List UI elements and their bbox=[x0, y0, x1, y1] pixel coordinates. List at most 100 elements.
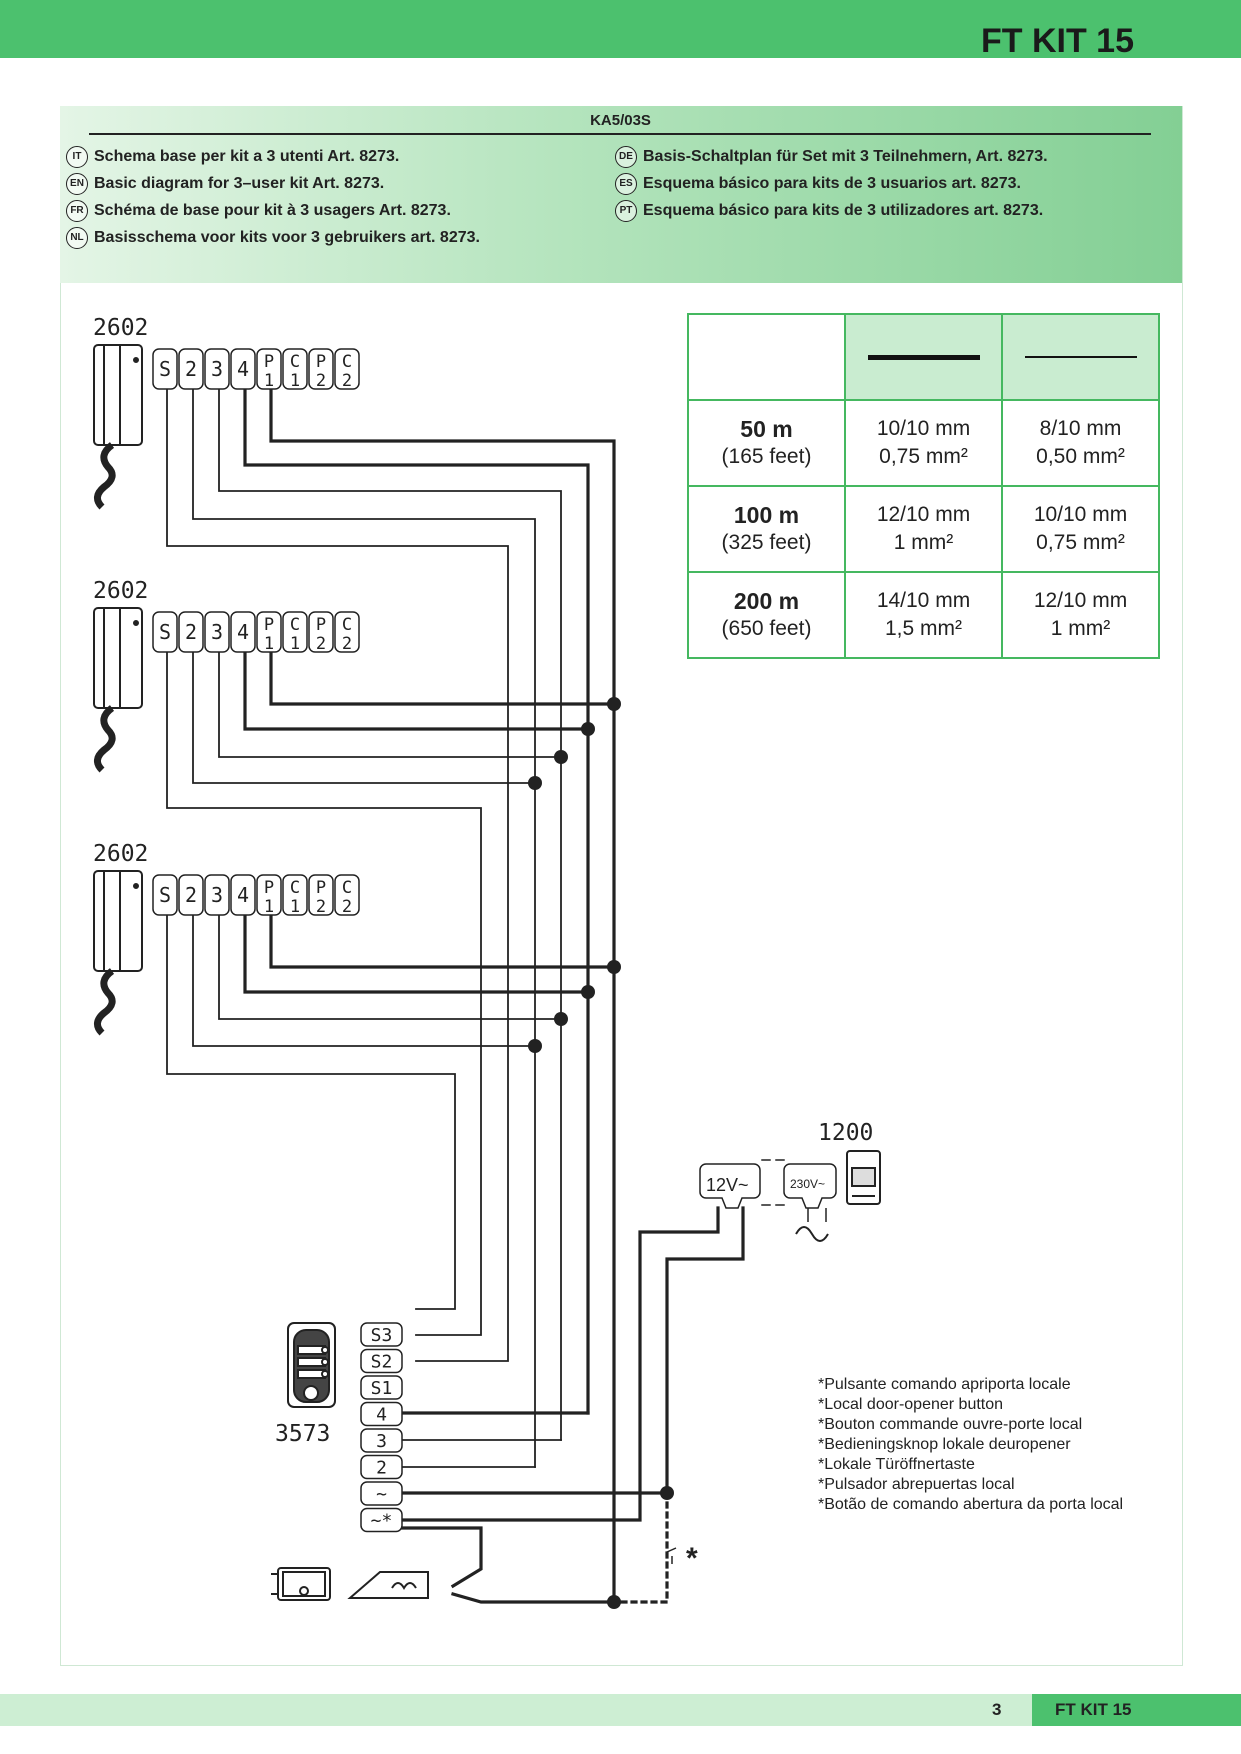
handset-terminal bbox=[152, 348, 178, 390]
entrance-terminal bbox=[360, 1454, 403, 1480]
wire-h2-s bbox=[166, 651, 482, 1336]
thin-section: 0,50 mm² bbox=[1036, 445, 1125, 468]
handset-terminal-label: 1 bbox=[290, 634, 300, 654]
handset-terminal bbox=[152, 874, 178, 916]
handset-terminal-label: 2 bbox=[185, 883, 197, 907]
handset-terminal bbox=[256, 348, 282, 390]
handset-terminal-label: 1 bbox=[290, 897, 300, 917]
panel-header bbox=[60, 106, 1182, 283]
thick-cell: 14/10 mm 1,5 mm² bbox=[844, 571, 1003, 659]
caption-text: Esquema básico para kits de 3 utilizador… bbox=[643, 202, 1044, 219]
handset-terminal bbox=[308, 874, 334, 916]
handset-terminal-label: C bbox=[290, 615, 300, 635]
language-badge: DE bbox=[615, 146, 637, 168]
entrance-terminal bbox=[360, 1428, 403, 1453]
wire-gauge-table: 50 m(165 feet) 10/10 mm 0,75 mm² 8/10 mm 0… bbox=[687, 313, 1160, 659]
entrance-terminal bbox=[360, 1401, 403, 1427]
wire-local-button bbox=[612, 1491, 669, 1604]
handset-terminal bbox=[308, 611, 334, 653]
handset-terminal bbox=[256, 874, 282, 916]
junction-dot bbox=[607, 960, 621, 974]
handset-terminal-label: 2 bbox=[316, 634, 326, 654]
table-row: 200 m (650 feet) 14/10 mm 1,5 mm² 12/10 mm… bbox=[687, 571, 1160, 659]
thick-section: 1 mm² bbox=[893, 531, 954, 554]
thick-gauge: 14/10 mm bbox=[876, 589, 971, 612]
handset-terminal bbox=[178, 348, 204, 390]
thin-cell: 8/10 mm 0,50 mm² bbox=[1001, 399, 1160, 487]
entrance-terminal-label: ~* bbox=[371, 1510, 393, 1531]
thin-gauge: 12/10 mm bbox=[1033, 589, 1128, 612]
handset-device bbox=[93, 870, 143, 1036]
local-button-symbol bbox=[666, 1547, 677, 1564]
thin-gauge: 8/10 mm bbox=[1039, 417, 1122, 440]
diagram-code: KA5/03S bbox=[590, 112, 651, 129]
note-line: *Pulsante comando apriporta locale bbox=[818, 1376, 1071, 1393]
junction-dot bbox=[607, 1595, 621, 1609]
table-row: 50 m(165 feet) 10/10 mm 0,75 mm² 8/10 mm 0… bbox=[687, 399, 1160, 487]
caption-text: Schéma de base pour kit à 3 usagers Art.… bbox=[94, 202, 451, 219]
handset-terminal bbox=[282, 611, 308, 653]
handset-terminal-label: 1 bbox=[264, 371, 274, 391]
language-badge: ES bbox=[615, 173, 637, 195]
lock-key-icon bbox=[271, 1567, 331, 1601]
thick-gauge: 10/10 mm bbox=[876, 417, 971, 440]
distance-feet: (325 feet) bbox=[721, 531, 812, 554]
wire-h1-s bbox=[166, 389, 509, 1362]
thin-section: 1 mm² bbox=[1050, 617, 1111, 640]
handset-terminal bbox=[256, 611, 282, 653]
footer-accent bbox=[1032, 1694, 1241, 1726]
handset-terminal-label: C bbox=[290, 878, 300, 898]
handset-terminal bbox=[282, 348, 308, 390]
page-title: FT KIT 15 bbox=[980, 22, 1134, 60]
distance-cell: 50 m(165 feet) bbox=[687, 399, 846, 487]
wire-h3-3 bbox=[218, 913, 562, 1020]
junction-dot bbox=[607, 697, 621, 711]
handset-terminal-label: 2 bbox=[185, 357, 197, 381]
handset-terminal-label: 2 bbox=[342, 371, 352, 391]
page-number: 3 bbox=[992, 1700, 1002, 1719]
wire-ep-ac-star bbox=[400, 1206, 720, 1522]
handset-terminal bbox=[334, 874, 360, 916]
note-line: *Pulsador abrepuertas local bbox=[818, 1476, 1015, 1493]
entrance-panel-model: 3573 bbox=[275, 1421, 331, 1447]
handset-terminal bbox=[178, 874, 204, 916]
handset-terminal-label: 2 bbox=[185, 620, 197, 644]
handset-device bbox=[93, 607, 143, 773]
entrance-terminal bbox=[360, 1481, 403, 1506]
distance-feet: (650 feet) bbox=[721, 617, 812, 640]
distance-value: 100 m bbox=[733, 502, 800, 528]
table-header-row bbox=[687, 313, 1160, 401]
junction-dot bbox=[660, 1486, 674, 1500]
door-lock bbox=[347, 1571, 429, 1599]
handset-terminal-label: 3 bbox=[211, 883, 223, 907]
handset-terminal bbox=[230, 611, 256, 653]
handset-terminal bbox=[282, 874, 308, 916]
thin-section: 0,75 mm² bbox=[1036, 531, 1125, 554]
wire-h1-p1 bbox=[269, 388, 616, 1604]
handset-terminal bbox=[334, 348, 360, 390]
header-rule bbox=[89, 133, 1151, 135]
handset-terminal-label: P bbox=[264, 878, 274, 898]
top-bar bbox=[0, 0, 1241, 58]
mains-ac-icon bbox=[795, 1226, 829, 1242]
handset-terminal-label: P bbox=[316, 615, 326, 635]
caption-text: Schema base per kit a 3 utenti Art. 8273… bbox=[94, 148, 400, 165]
wire-lock-b bbox=[451, 1592, 616, 1604]
thick-section: 0,75 mm² bbox=[879, 445, 968, 468]
distance-value: 200 m bbox=[733, 588, 800, 614]
handset-terminal-label: 4 bbox=[237, 357, 249, 381]
transformer-input-box bbox=[783, 1163, 837, 1209]
transformer-output-label: 12V~ bbox=[706, 1175, 749, 1195]
handset-terminal-label: P bbox=[316, 878, 326, 898]
handset-terminal-label: P bbox=[264, 352, 274, 372]
wire-h2-2 bbox=[192, 651, 536, 784]
handset-device bbox=[93, 344, 143, 510]
thick-section: 1,5 mm² bbox=[884, 617, 962, 640]
transformer-input-label: 230V~ bbox=[790, 1177, 825, 1191]
thick-wire-header bbox=[844, 313, 1003, 401]
